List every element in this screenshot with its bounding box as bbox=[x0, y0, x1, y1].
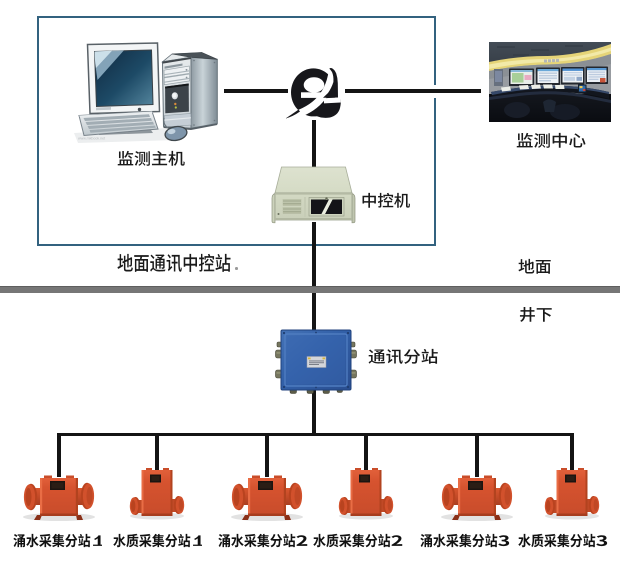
svg-text:www.mkbook.net: www.mkbook.net bbox=[78, 137, 105, 141]
